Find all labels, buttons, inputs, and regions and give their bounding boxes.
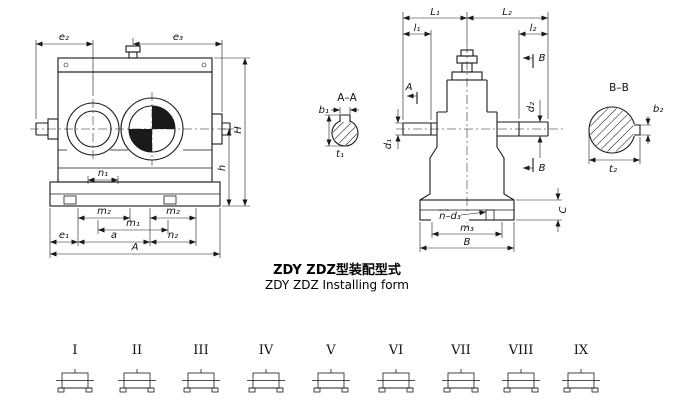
- cut-label-B-top: B: [539, 53, 546, 64]
- housing-body: [57, 71, 213, 183]
- keyway: [339, 114, 351, 122]
- right-shaft: [497, 121, 549, 137]
- dim-label-n1: n₁: [98, 168, 108, 179]
- centermark-quadrant: [129, 129, 152, 152]
- dim-label-h: h: [217, 165, 228, 171]
- gearbox-icon: [561, 368, 601, 393]
- cover-bolt: [63, 62, 69, 68]
- gearbox-icon: [501, 368, 541, 393]
- gearbox-icon: [117, 368, 157, 393]
- variants-row: I II III IV V VI VII VIII IX: [55, 343, 601, 393]
- dim-label-A: A: [131, 242, 139, 253]
- caption-chinese: ZDY ZDZ型装配型式: [273, 262, 401, 278]
- dim-label-l1: l₁: [414, 23, 421, 34]
- dim-label-m2-left: m₂: [97, 206, 111, 217]
- keyway-mask: [633, 124, 642, 136]
- gearbox-icon: [246, 368, 286, 393]
- left-shaft: [402, 122, 437, 136]
- dim-label-d2: d₂: [526, 102, 537, 112]
- front-dimensions: [36, 41, 248, 257]
- oil-plug-neck: [128, 51, 138, 59]
- dim-label-a: a: [111, 230, 117, 241]
- section-hatching: [590, 108, 634, 152]
- dim-label-C: C: [558, 206, 569, 213]
- section-bb-title: B–B: [609, 82, 629, 94]
- dim-label-H: H: [233, 126, 244, 134]
- section-hatching: [332, 120, 358, 146]
- keyway-mask: [339, 114, 351, 122]
- keyway: [634, 124, 641, 136]
- dim-label-n2: n₂: [168, 230, 178, 241]
- dim-label-e2: e₂: [59, 32, 69, 43]
- extension-lines: [402, 12, 562, 252]
- centerlines: [396, 44, 564, 228]
- variant-label-2: II: [132, 343, 142, 358]
- variant-label-1: I: [72, 343, 77, 358]
- variant-label-3: III: [193, 343, 208, 358]
- dim-label-L2: L₂: [502, 7, 512, 18]
- gearbox-icon: [311, 368, 351, 393]
- side-view: L₁ L₂ l₁ l₂ A B B d₁ d₂ C n–d₃ m₃ B: [383, 7, 569, 252]
- front-view: e₂ e₃ H h n₁ m₂ m₂ m₁ e₁ a n₂ A: [30, 32, 250, 258]
- housing-profile: [419, 79, 515, 201]
- centermark-quadrant: [152, 106, 175, 129]
- dim-label-n-d3: n–d₃: [439, 211, 461, 222]
- caption-english: ZDY ZDZ Installing form: [265, 278, 409, 292]
- joint-lines: [58, 149, 212, 169]
- dim-label-L1: L₁: [430, 7, 440, 18]
- section-aa-title: A–A: [337, 92, 357, 104]
- gearbox-icon: [441, 368, 481, 393]
- cover-bolt: [201, 62, 207, 68]
- variant-label-4: IV: [259, 343, 274, 358]
- top-cover: [57, 57, 213, 73]
- dim-label-d1: d₁: [383, 139, 394, 149]
- oil-plug: [125, 45, 141, 53]
- centerlines: [30, 92, 232, 166]
- foot-slot: [163, 195, 177, 205]
- gearbox-icon: [181, 368, 221, 393]
- shaft-section-circle: [331, 119, 359, 147]
- section-aa: A–A b₁ t₁: [319, 92, 359, 160]
- dim-label-b2: b₂: [653, 104, 663, 115]
- cut-label-A: A: [405, 82, 413, 93]
- dim-label-m3: m₃: [460, 223, 474, 234]
- side-dimensions: [395, 15, 561, 251]
- section-bb: B–B b₂ t₂: [588, 82, 663, 175]
- variant-label-8: VIII: [508, 343, 534, 358]
- gearbox-icon: [376, 368, 416, 393]
- dim-label-m1: m₁: [126, 218, 140, 229]
- variant-label-5: V: [325, 343, 336, 358]
- variant-label-7: VII: [450, 343, 471, 358]
- dim-label-b1: b₁: [319, 105, 329, 116]
- dim-label-t2: t₂: [609, 164, 617, 175]
- dim-label-t1: t₁: [336, 149, 344, 160]
- bolt-hole: [485, 209, 495, 221]
- cut-label-B-bottom: B: [539, 163, 546, 174]
- caption: ZDY ZDZ型装配型式 ZDY ZDZ Installing form: [265, 262, 409, 292]
- variant-label-9: IX: [574, 343, 589, 358]
- gearbox-icon: [55, 368, 95, 393]
- dim-label-l2: l₂: [530, 23, 537, 34]
- dim-label-m2-right: m₂: [166, 206, 180, 217]
- dim-label-e3: e₃: [173, 32, 183, 43]
- foot-slot: [63, 195, 77, 205]
- dim-label-B: B: [464, 237, 471, 248]
- variant-label-6: VI: [388, 343, 404, 358]
- dim-label-e1: e₁: [59, 230, 69, 241]
